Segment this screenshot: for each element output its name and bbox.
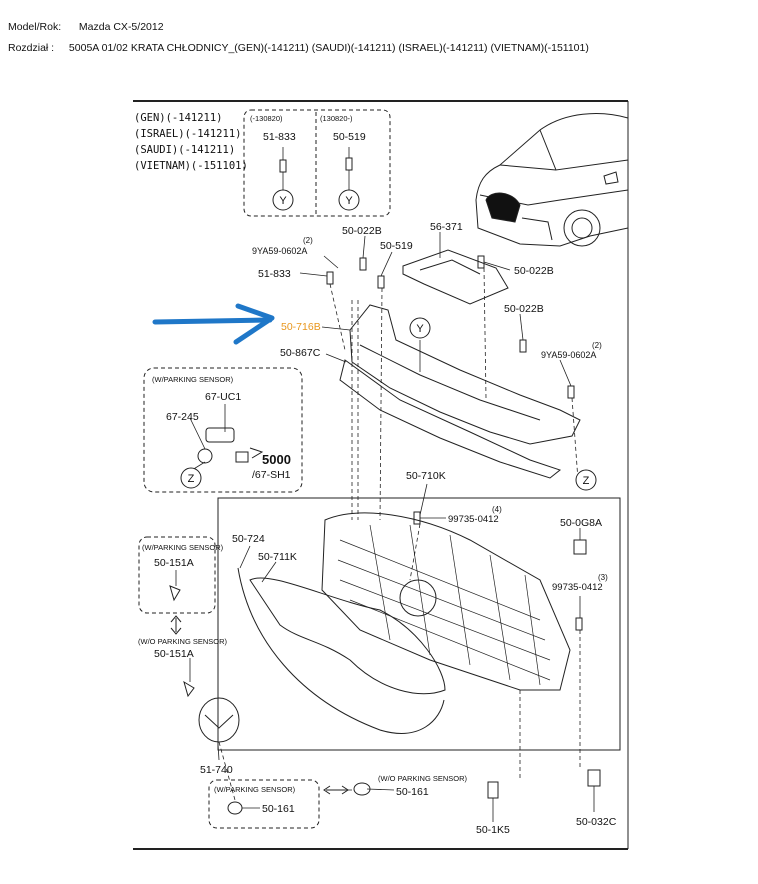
part-label: 51-833	[258, 268, 291, 280]
grille-cover-part	[249, 577, 446, 695]
section-value: 5005A 01/02 KRATA CHŁODNICY_(GEN)(-14121…	[68, 42, 589, 54]
ref-circle-z	[180, 467, 202, 489]
quantity-label: (2)	[592, 341, 602, 350]
highlight-arrow-head	[233, 303, 275, 345]
grille-assembly-box	[217, 497, 621, 751]
grille-emblem-mount	[399, 579, 437, 617]
part-label: 50-161	[262, 803, 295, 815]
grille-molding-part	[237, 567, 445, 734]
part-label: 5000	[262, 452, 291, 467]
part-label: 50-519	[333, 131, 366, 143]
part-label: 99735-0412	[552, 582, 603, 593]
leader-lines	[175, 147, 595, 822]
ref-circle-y	[338, 189, 360, 211]
part-label: 50-710K	[406, 470, 446, 482]
parking-sensor-box	[143, 367, 303, 493]
quantity-label: (4)	[492, 505, 502, 514]
connector-arrow	[249, 447, 264, 459]
swap-arrow-horizontal	[323, 785, 349, 795]
part-label: 50-724	[232, 533, 265, 545]
model-label: Model/Rok:	[8, 21, 62, 33]
model-row: Model/Rok: Mazda CX-5/2012	[8, 21, 164, 33]
ref-y-label: Y	[279, 195, 287, 207]
part-label: /67-SH1	[252, 469, 291, 481]
part-label: 50-022B	[342, 225, 382, 237]
ref-z-label: Z	[583, 475, 590, 487]
box-label-parking-small: (W/PARKING SENSOR)	[142, 543, 224, 552]
part-label: 50-711K	[258, 551, 297, 563]
box-label-parking-bottom: (W/PARKING SENSOR)	[214, 785, 296, 794]
swap-arrow-vertical	[170, 615, 182, 635]
part-label: 50-032C	[576, 816, 617, 828]
condition-line: (GEN)(-141211)	[134, 112, 223, 124]
part-label: 50-022B	[514, 265, 554, 277]
part-label: 67-UC1	[205, 391, 241, 403]
part-label: 56-371	[430, 221, 463, 233]
part-label: 50-151A	[154, 648, 194, 660]
section-label: Rozdział :	[8, 42, 55, 54]
parking-box-small	[138, 536, 216, 614]
parking-sensor-parts	[197, 427, 371, 815]
part-label: 50-022B	[504, 303, 544, 315]
lower-member-part	[339, 359, 562, 479]
mazda-emblem-part	[198, 697, 240, 743]
part-label: 50-1K5	[476, 824, 510, 836]
box-label-parking: (W/PARKING SENSOR)	[152, 375, 234, 384]
part-label: 51-833	[263, 131, 296, 143]
ref-y-label: Y	[345, 195, 353, 207]
part-label: 50-867C	[280, 347, 321, 359]
ref-circle-y	[409, 317, 431, 339]
part-label: 51-740	[200, 764, 233, 776]
part-label: 99735-0412	[448, 514, 499, 525]
radiator-support-part	[349, 304, 581, 445]
box-label-no-parking-bottom: (W/O PARKING SENSOR)	[378, 774, 468, 783]
fasteners	[169, 157, 601, 799]
highlighted-part-label: 50-716B	[281, 321, 321, 333]
condition-line: (VIETNAM)(-151101)	[134, 160, 248, 172]
quantity-label: (3)	[598, 573, 608, 582]
part-label: 50-0G8A	[560, 517, 602, 529]
ref-circle-y	[272, 189, 294, 211]
car-illustration	[475, 113, 629, 247]
quantity-label: (2)	[303, 236, 313, 245]
grille-mesh	[337, 524, 551, 686]
condition-line: (ISRAEL)(-141211)	[134, 128, 241, 140]
grille-body	[321, 512, 571, 691]
model-value: Mazda CX-5/2012	[78, 21, 164, 33]
box-label-post: (130820-)	[320, 114, 353, 123]
guide-lines	[218, 267, 581, 801]
ref-circle-z	[575, 469, 597, 491]
upper-seal-part	[402, 249, 509, 305]
part-label: 9YA59-0602A	[541, 350, 596, 360]
ref-y-label: Y	[416, 323, 424, 335]
part-label: 50-161	[396, 786, 429, 798]
parking-box-bottom	[208, 779, 320, 829]
ref-z-label: Z	[188, 473, 195, 485]
part-label: 50-151A	[154, 557, 194, 569]
part-label: 50-519	[380, 240, 413, 252]
highlight-arrow	[152, 317, 273, 325]
section-row: Rozdział : 5005A 01/02 KRATA CHŁODNICY_(…	[8, 42, 589, 54]
part-label: 9YA59-0602A	[252, 246, 307, 256]
box-label-no-parking-small: (W/O PARKING SENSOR)	[138, 637, 228, 646]
variant-box	[243, 109, 391, 217]
condition-line: (SAUDI)(-141211)	[134, 144, 235, 156]
box-label-pre: (-130820)	[250, 114, 283, 123]
part-label: 67-245	[166, 411, 199, 423]
